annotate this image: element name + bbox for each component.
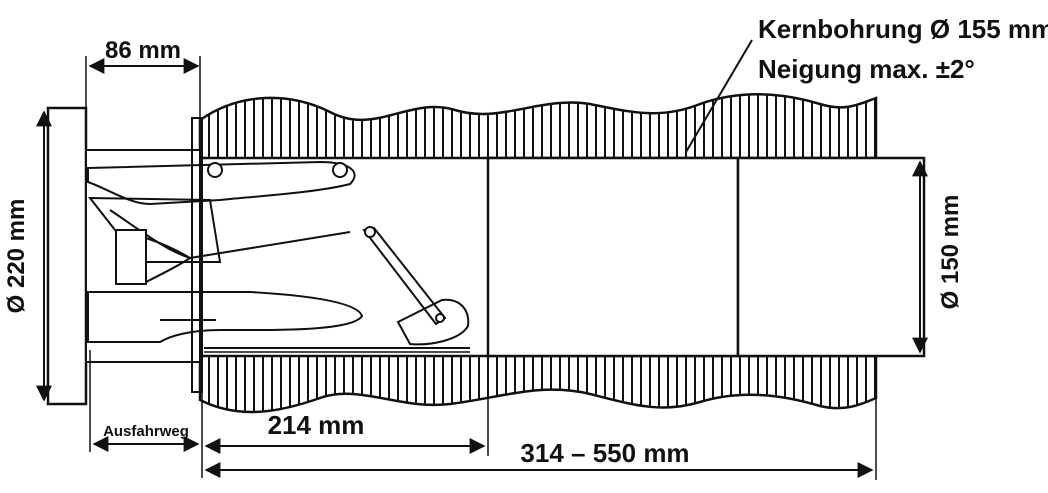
lower-arm bbox=[87, 291, 364, 343]
label-length-214: 214 mm bbox=[268, 410, 365, 440]
upper-arm bbox=[87, 160, 356, 206]
pipe-segment-2 bbox=[736, 156, 926, 358]
label-ausfahrweg: Ausfahrweg bbox=[103, 423, 189, 440]
wall-plate bbox=[46, 106, 88, 406]
motor-block bbox=[115, 229, 147, 285]
pivot-lever bbox=[362, 226, 447, 326]
pipe-segment-1 bbox=[486, 156, 740, 358]
label-diameter-220: Ø 220 mm bbox=[3, 199, 30, 314]
label-kernbohrung: Kernbohrung Ø 155 mm bbox=[758, 14, 1048, 44]
wall-lower bbox=[198, 354, 878, 414]
pivot-pin-2 bbox=[332, 162, 348, 178]
label-diameter-150: Ø 150 mm bbox=[937, 195, 964, 310]
pivot-pin-1 bbox=[207, 162, 223, 178]
label-neigung: Neigung max. ±2° bbox=[758, 54, 975, 84]
leader-line-kernbohrung bbox=[685, 39, 753, 153]
label-length-314-550: 314 – 550 mm bbox=[520, 438, 689, 468]
label-width-86: 86 mm bbox=[105, 37, 181, 64]
wall-upper bbox=[198, 93, 878, 160]
